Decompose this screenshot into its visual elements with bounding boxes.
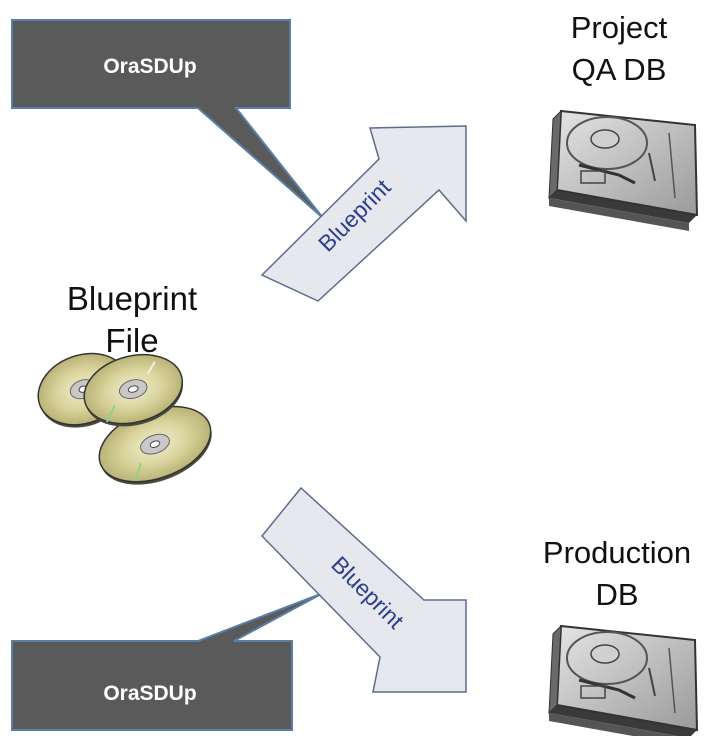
production-db-label-line2: DB xyxy=(595,577,638,612)
callout-bottom: OraSDUp xyxy=(11,592,324,731)
callout-bottom-label: OraSDUp xyxy=(103,682,196,705)
production-db: Production DB xyxy=(543,535,699,736)
production-db-label-line1: Production xyxy=(543,535,691,570)
arrow-to-qa: Blueprint xyxy=(260,125,467,302)
callout-top: OraSDUp xyxy=(11,19,324,219)
hard-drive-icon xyxy=(548,109,699,231)
cd-disc-stack-icon xyxy=(37,352,212,485)
hard-drive-icon xyxy=(548,624,699,736)
project-qa-db-label-line2: QA DB xyxy=(572,52,667,87)
callout-top-label: OraSDUp xyxy=(103,55,196,78)
project-qa-db-label-line1: Project xyxy=(571,10,668,45)
blueprint-file: Blueprint File xyxy=(37,280,212,485)
blueprint-file-label-line1: Blueprint xyxy=(67,280,197,317)
blueprint-file-label-line2: File xyxy=(105,322,158,359)
project-qa-db: Project QA DB xyxy=(548,10,699,231)
